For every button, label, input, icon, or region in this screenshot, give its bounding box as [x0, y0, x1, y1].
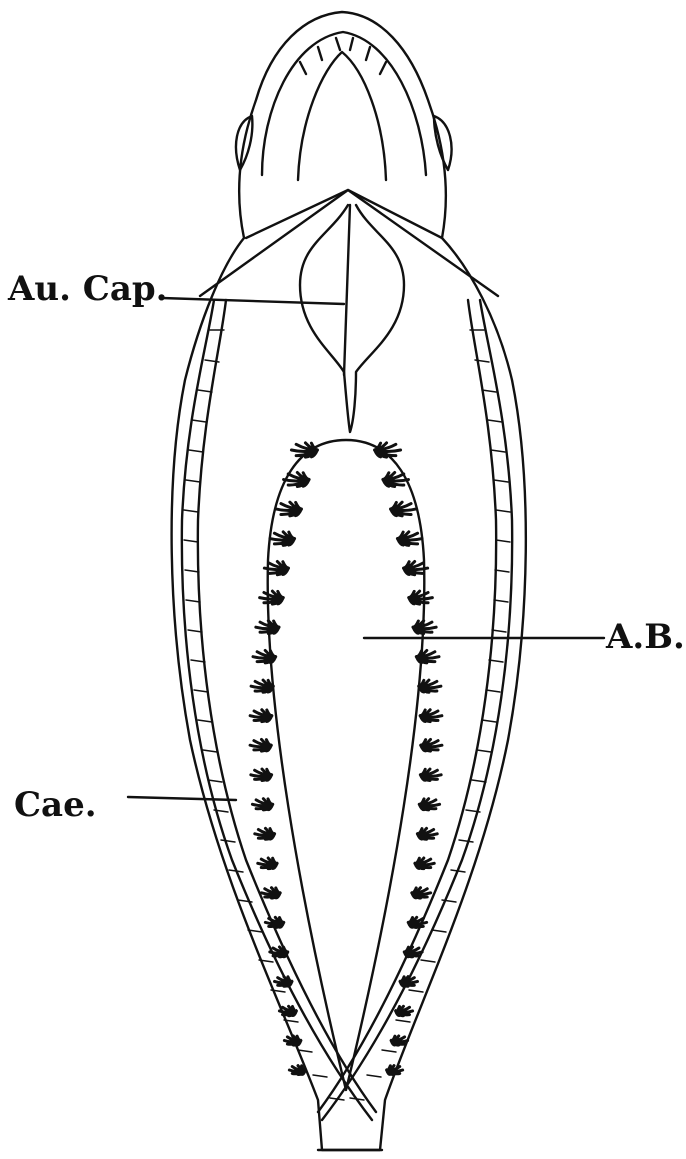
body-wall-left — [182, 300, 376, 1120]
gill-filaments-left — [250, 443, 317, 1075]
label-caecum: Cae. — [14, 788, 97, 822]
label-auricular-capsule: Au. Cap. — [8, 272, 167, 306]
auricle-capsule-shape — [300, 205, 404, 432]
leader-cae — [128, 797, 236, 800]
leader-au-cap — [162, 298, 344, 304]
outer-body-outline — [172, 12, 526, 1150]
label-abdominal-cavity: A.B. — [606, 620, 685, 654]
body-wall-right — [318, 300, 512, 1120]
